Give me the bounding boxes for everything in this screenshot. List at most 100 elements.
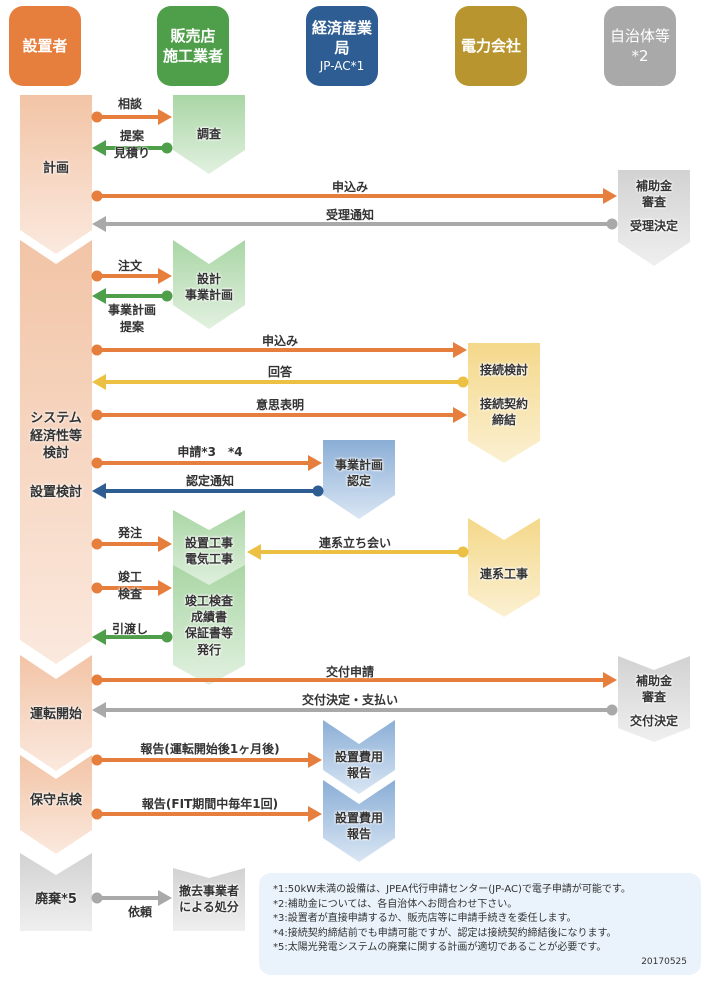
shape-renkei-kouji: [468, 518, 540, 617]
arrow-label-nintei: 認定通知: [185, 474, 234, 488]
box-hojokin2-bottom: 交付決定: [629, 714, 678, 728]
phase-shape-system: [20, 240, 92, 664]
arrowhead: [92, 702, 106, 718]
arrowhead: [158, 536, 172, 552]
arrow-start-dot: [606, 704, 618, 716]
footnote: *5:太陽光発電システムの廃棄に関する計画が適切であることが必要です。: [273, 942, 607, 953]
arrow-koufu-kettei: [92, 702, 618, 718]
footnotes-panel: *1:50kW未満の設備は、JPEA代行申請センター(JP-AC)で電子申請が可…: [259, 873, 701, 975]
phase-shape-unten: [20, 655, 92, 771]
arrowhead: [603, 672, 617, 688]
arrow-label-ishi: 意思表明: [255, 398, 304, 412]
arrow-start-dot: [91, 190, 103, 202]
shape-hiyou2: [323, 780, 395, 862]
arrow-label-juri: 受理通知: [325, 208, 374, 222]
arrow-teian: [92, 140, 173, 156]
arrow-kaitou: [92, 374, 469, 390]
header-sublabel: JP-AC*1: [319, 59, 365, 74]
shape-hojokin2: [618, 656, 690, 742]
arrow-label-houkoku1: 報告(運転開始後1ヶ月後): [140, 742, 280, 756]
arrow-start-dot: [91, 270, 103, 282]
box-hiyou1: 設置費用 報告: [334, 750, 383, 781]
arrow-start-dot: [91, 582, 103, 594]
box-hojokin1-top: 補助金 審査: [635, 179, 672, 210]
arrow-irai: [91, 890, 172, 906]
footnote: *3:設置者が直接申請するか、販売店等に申請手続きを委任します。: [273, 913, 577, 924]
shape-tekkyo: [173, 868, 245, 931]
arrow-ishi: [91, 407, 467, 423]
arrow-start-dot: [161, 142, 173, 154]
arrowhead: [308, 455, 322, 471]
date-stamp: 20170525: [641, 956, 687, 967]
arrow-start-dot: [91, 111, 103, 123]
box-hojokin2-top: 補助金 審査: [635, 674, 672, 705]
arrow-start-dot: [91, 754, 103, 766]
arrow-start-dot: [91, 457, 103, 469]
arrowhead: [247, 544, 261, 560]
arrow-start-dot: [312, 485, 324, 497]
arrow-start-dot: [91, 808, 103, 820]
phase-system: システム 経済性等 検討: [29, 411, 82, 462]
arrowhead: [92, 140, 106, 156]
header-label: 設置者: [22, 36, 68, 55]
box-shunkou: 竣工検査 成績書 保証書等 発行: [184, 594, 233, 657]
arrow-label-jigyou-teian: 事業計画 提案: [107, 303, 156, 335]
header-keizai: 経済産業局 JP-AC*1: [306, 6, 378, 86]
arrowhead: [92, 374, 106, 390]
arrow-start-dot: [91, 409, 103, 421]
arrow-label-houkoku2: 報告(FIT期間中毎年1回): [141, 797, 279, 811]
arrow-soudan: [91, 109, 172, 125]
box-renkei-kouji: 連系工事: [479, 567, 528, 581]
footnote: *1:50kW未満の設備は、JPEA代行申請センター(JP-AC)で電子申請が可…: [273, 884, 631, 895]
arrow-label-chuumon: 注文: [117, 259, 142, 273]
box-hiyou2: 設置費用 報告: [334, 811, 383, 842]
box-jigyou-nintei: 事業計画 認定: [334, 458, 383, 489]
shape-hojokin1: [618, 170, 690, 266]
arrow-nintei: [92, 483, 324, 499]
arrow-koufu-shinsei: [91, 672, 617, 688]
phase-hoshu: 保守点検: [29, 793, 82, 808]
arrowhead: [453, 342, 467, 358]
arrow-jigyou-teian: [92, 288, 173, 304]
box-hojokin1-bottom: 受理決定: [629, 219, 678, 233]
arrow-start-dot: [91, 344, 103, 356]
header-denryoku: 電力会社: [455, 6, 527, 86]
arrow-start-dot: [161, 290, 173, 302]
arrowhead: [158, 580, 172, 596]
shape-jigyou-nintei: [323, 440, 395, 519]
arrow-label-shunkou: 竣工 検査: [117, 570, 142, 602]
header-label: 自治体等*2: [609, 26, 670, 65]
phase-haiki: 廃棄*5: [35, 892, 77, 907]
phase-setchi: 設置検討: [29, 485, 82, 500]
arrow-label-moushikomi2: 申込み: [261, 334, 298, 348]
arrow-hacchuu: [91, 536, 172, 552]
arrow-shunkou: [91, 580, 172, 596]
box-sekkei: 設計 事業計画: [184, 272, 233, 303]
shape-chousa: [173, 95, 245, 174]
header-label: 電力会社: [460, 36, 521, 55]
arrow-houkoku1: [91, 752, 322, 768]
footnote: *4:接続契約締結前でも申請可能ですが、認定は接続契約締結後になります。: [273, 927, 617, 939]
arrow-label-hacchuu: 発注: [117, 526, 142, 540]
arrow-moushikomi2: [91, 342, 467, 358]
arrow-moushikomi1: [91, 188, 617, 204]
header-jichitai: 自治体等*2: [604, 6, 676, 86]
phase-shape-keikaku: [20, 95, 92, 254]
header-label: 経済産業局: [311, 18, 372, 57]
footnote: *2:補助金については、各自治体へお問合わせ下さい。: [273, 898, 518, 910]
arrow-start-dot: [161, 631, 173, 643]
header-setchisha: 設置者: [9, 6, 81, 86]
arrowhead: [158, 268, 172, 284]
phase-shape-hoshu: [20, 755, 92, 854]
arrow-label-kaitou: 回答: [267, 365, 292, 379]
arrowhead: [92, 629, 106, 645]
arrow-label-koufu-shinsei: 交付申請: [325, 665, 374, 679]
arrow-label-soudan: 相談: [117, 97, 142, 111]
arrow-houkoku2: [91, 806, 322, 822]
arrowhead: [158, 890, 172, 906]
box-tekkyo: 撤去事業者 による処分: [178, 884, 239, 915]
arrowhead: [92, 483, 106, 499]
arrow-start-dot: [606, 218, 618, 230]
arrow-label-moushikomi1: 申込み: [331, 180, 368, 194]
